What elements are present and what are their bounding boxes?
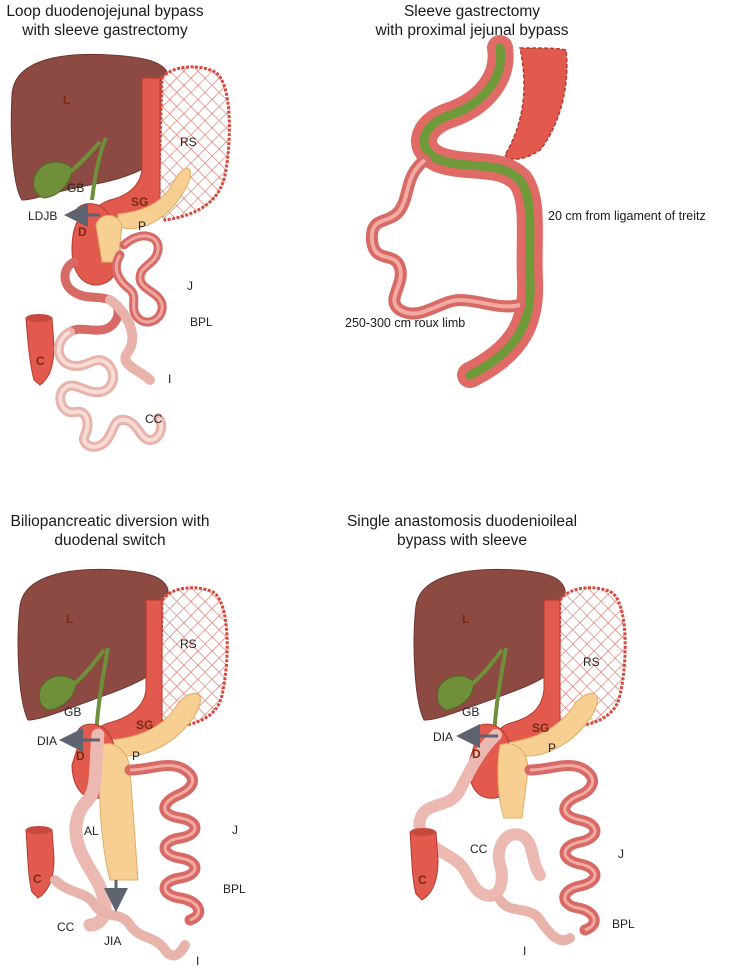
label-rs: RS bbox=[583, 655, 600, 669]
ileum-loops-2 bbox=[105, 295, 155, 385]
bile-duct bbox=[68, 137, 108, 201]
panel-2-title: Sleeve gastrectomy with proximal jejunal… bbox=[352, 2, 592, 40]
label-sg: SG bbox=[532, 721, 549, 735]
label-cc: CC bbox=[470, 842, 488, 856]
ileum-highlight bbox=[56, 330, 164, 449]
label-gb: GB bbox=[64, 705, 81, 719]
colon-opening bbox=[410, 828, 436, 836]
label-i: I bbox=[168, 372, 171, 386]
colon-shape bbox=[409, 831, 439, 901]
pancreas-head bbox=[98, 743, 139, 881]
panel-2-diagram: 20 cm from ligament of treitz 250-300 cm… bbox=[345, 35, 706, 388]
removed-stomach-shape bbox=[158, 586, 229, 730]
label-j: J bbox=[187, 279, 193, 293]
label-dia: DIA bbox=[433, 730, 453, 744]
ileum-loops bbox=[495, 895, 575, 946]
removed-stomach-shape bbox=[556, 586, 627, 730]
label-p: P bbox=[548, 741, 556, 755]
label-dia: DIA bbox=[37, 734, 57, 748]
biliopancreatic-limb-loops bbox=[524, 760, 601, 936]
colon-shape bbox=[25, 317, 55, 386]
label-rs: RS bbox=[180, 637, 197, 651]
panel-4-title-line2: bypass with sleeve bbox=[396, 532, 528, 549]
label-l: L bbox=[66, 612, 73, 626]
label-p: P bbox=[132, 749, 140, 763]
colon-shape bbox=[25, 829, 55, 899]
panel-4-title-line1: Single anastomosis duodenioileal bbox=[346, 513, 578, 530]
ileum-loops bbox=[53, 327, 167, 452]
label-d: D bbox=[472, 747, 481, 761]
panel-1-title-line2: with sleeve gastrectomy bbox=[22, 22, 188, 39]
gallbladder-shape bbox=[38, 675, 77, 711]
panel-3-diagram: L RS GB SG DIA D P AL J BPL C CC JIA I bbox=[17, 568, 246, 968]
label-l: L bbox=[462, 612, 469, 626]
label-i: I bbox=[196, 954, 199, 968]
bpl-highlight bbox=[529, 764, 597, 932]
panel-1-title: Loop duodenojejunal bypass with sleeve g… bbox=[0, 2, 210, 40]
jejunum-highlight bbox=[114, 234, 164, 324]
bpl-highlight bbox=[129, 764, 201, 922]
gallbladder-shape bbox=[33, 161, 73, 199]
label-j: J bbox=[232, 823, 238, 837]
panel-3-title: Biliopancreatic diversion with duodenal … bbox=[0, 512, 220, 550]
common-channel-loops bbox=[413, 729, 546, 902]
label-cc: CC bbox=[145, 412, 163, 426]
label-bpl: BPL bbox=[190, 315, 213, 329]
label-d: D bbox=[78, 225, 87, 239]
label-sg: SG bbox=[136, 718, 153, 732]
colon-opening bbox=[26, 314, 52, 322]
panel-2-title-line1: Sleeve gastrectomy bbox=[403, 3, 541, 20]
roux-limb-loops bbox=[365, 154, 526, 320]
label-l: L bbox=[63, 93, 70, 107]
panel-4-title: Single anastomosis duodenioileal bypass … bbox=[342, 512, 582, 550]
panel-3-title-line2: duodenal switch bbox=[54, 532, 166, 549]
label-ldjb: LDJB bbox=[28, 209, 57, 223]
common-channel-ileum bbox=[50, 875, 190, 961]
panel-1-title-line1: Loop duodenojejunal bypass bbox=[6, 3, 204, 20]
label-p: P bbox=[138, 219, 146, 233]
label-roux: 250-300 cm roux limb bbox=[345, 316, 465, 330]
panel-1-diagram: L RS GB SG LDJB D P J BPL C I CC bbox=[10, 53, 231, 452]
label-i: I bbox=[523, 944, 526, 958]
panel-4-diagram: L RS GB SG DIA D P CC J C BPL I bbox=[409, 568, 635, 958]
label-gb: GB bbox=[462, 705, 479, 719]
label-c: C bbox=[33, 872, 42, 886]
colon-opening bbox=[26, 826, 52, 834]
label-bpl: BPL bbox=[223, 882, 246, 896]
gallbladder-shape bbox=[436, 675, 475, 711]
panel-2-title-line2: with proximal jejunal bypass bbox=[375, 22, 569, 39]
pancreas-shape bbox=[117, 167, 191, 230]
pancreas-head bbox=[497, 743, 529, 819]
label-j: J bbox=[618, 847, 624, 861]
label-c: C bbox=[36, 354, 45, 368]
panel-3-title-line1: Biliopancreatic diversion with bbox=[10, 513, 210, 530]
biliary-limb-green bbox=[419, 43, 535, 380]
roux-limb-highlight bbox=[369, 158, 521, 316]
pancreas-shape bbox=[109, 693, 201, 757]
label-d: D bbox=[76, 749, 85, 763]
label-bpl: BPL bbox=[612, 917, 635, 931]
label-cc: CC bbox=[57, 920, 75, 934]
removed-stomach-shape bbox=[504, 47, 568, 160]
label-sg: SG bbox=[131, 195, 148, 209]
label-treitz: 20 cm from ligament of treitz bbox=[548, 209, 706, 223]
label-jia: JIA bbox=[104, 934, 121, 948]
pancreas-shape bbox=[511, 693, 598, 757]
label-rs: RS bbox=[180, 135, 197, 149]
label-gb: GB bbox=[67, 181, 84, 195]
label-c: C bbox=[418, 873, 427, 887]
label-al: AL bbox=[84, 824, 99, 838]
